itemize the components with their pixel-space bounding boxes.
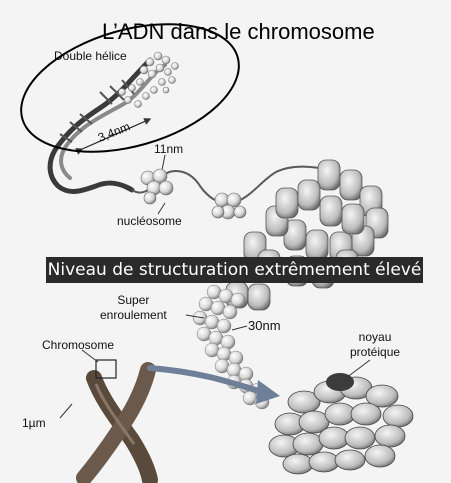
protein-core-label: noyau protéique <box>350 330 400 360</box>
supercoil-label: Super enroulement <box>100 293 167 323</box>
protein-core-label-line1: noyau <box>350 330 400 345</box>
chromosome-label: Chromosome <box>42 339 114 351</box>
supercoil-label-line1: Super <box>100 293 167 308</box>
fiber-30nm-label: 30nm <box>248 319 281 332</box>
fiber-11nm-label: 11nm <box>154 143 183 155</box>
protein-core-label-line2: protéique <box>350 345 400 360</box>
scale-1um-label: 1µm <box>22 417 46 429</box>
structure-level-banner: Niveau de structuration extrêmement élev… <box>46 257 423 283</box>
helix-width-label: 3,4nm <box>96 119 132 144</box>
supercoil-label-line2: enroulement <box>100 308 167 323</box>
nucleosome-label: nucléosome <box>117 215 182 227</box>
